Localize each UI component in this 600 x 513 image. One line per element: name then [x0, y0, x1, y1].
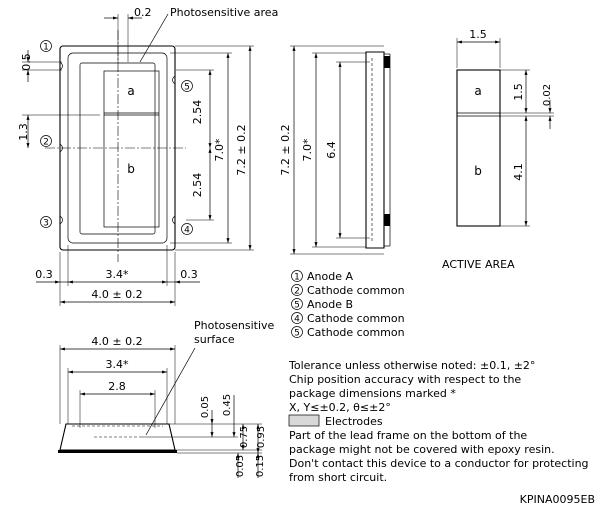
bottom-dim-2.8-label: 2.8: [108, 380, 126, 393]
pin-legend: 1 Anode A 2 Cathode common 5 Anode B 4 C…: [291, 270, 405, 339]
svg-text:5: 5: [294, 301, 300, 311]
active-dim-1.5-width-label: 1.5: [469, 28, 487, 41]
svg-text:4: 4: [184, 226, 190, 236]
top-view: 0.2 Photosensitive area 1 2 3 5 4: [17, 6, 278, 306]
dim-7.2-label: 7.2 ± 0.2: [235, 124, 248, 175]
pin-2-icon: 2: [40, 135, 52, 148]
note-line-7: Don't contact this device to a conductor…: [289, 457, 589, 470]
dim-0.5-label: 0.5: [20, 53, 33, 71]
surface-leader: [145, 347, 196, 436]
dim-0.3-right-label: 0.3: [180, 268, 198, 281]
note-line-5: Part of the lead frame on the bottom of …: [289, 429, 527, 442]
svg-text:2: 2: [294, 287, 300, 297]
dim-2.54-upper-label: 2.54: [191, 100, 204, 125]
side-view: 7.2 ± 0.2 7.0* 6.4: [279, 45, 391, 255]
side-body: [365, 51, 385, 249]
lead-notch-2: [59, 143, 63, 153]
electrodes-swatch: [288, 414, 320, 427]
note-line-8: from short circuit.: [289, 471, 387, 484]
dim-7.0-label: 7.0*: [213, 138, 226, 161]
dim-2.54-lower-label: 2.54: [191, 173, 204, 198]
top-region-b: b: [127, 162, 135, 176]
dim-0.2-label: 0.2: [134, 6, 152, 19]
active-area-title: ACTIVE AREA: [442, 258, 515, 271]
active-area-rect: [456, 69, 501, 227]
note-line-1: Tolerance unless otherwise noted: ±0.1, …: [288, 359, 535, 372]
bottom-dim-0.05-top-label: 0.05: [200, 396, 211, 418]
electrodes-label: Electrodes: [325, 415, 383, 428]
side-lead-bottom: [384, 214, 390, 226]
notes: Tolerance unless otherwise noted: ±0.1, …: [288, 359, 589, 484]
legend-item: 2 Cathode common: [291, 284, 405, 297]
side-dim-7.2-label: 7.2 ± 0.2: [279, 124, 292, 175]
dim-0.3-left-label: 0.3: [35, 268, 53, 281]
note-line-4: X, Y≤±0.2, θ≤±2°: [289, 401, 391, 414]
note-line-2: Chip position accuracy with respect to t…: [289, 373, 521, 386]
active-dim-0.02-label: 0.02: [542, 84, 553, 106]
note-line-6: package might not be covered with epoxy …: [289, 443, 555, 456]
pin-1-icon: 1: [40, 40, 52, 53]
legend-item: 5 Cathode common: [291, 326, 405, 339]
bottom-dim-0.15-label: 0.15: [255, 455, 266, 477]
svg-text:Anode B: Anode B: [307, 298, 353, 311]
bottom-dim-3.4-label: 3.4*: [106, 358, 129, 371]
svg-text:1: 1: [43, 43, 49, 53]
svg-text:1: 1: [294, 273, 300, 283]
svg-text:3: 3: [43, 219, 49, 229]
bottom-dim-0.45-label: 0.45: [222, 394, 233, 416]
pin-5-icon: 5: [181, 80, 193, 93]
bottom-dim-0.05-bottom-label: 0.05: [235, 455, 246, 477]
active-area-view: a b 1.5 1.5 4.1 0.02 ACTIVE AREA: [442, 28, 554, 271]
legend-item: 5 Anode B: [291, 298, 353, 311]
side-dim-7.0-label: 7.0*: [301, 138, 314, 161]
dim-1.3-label: 1.3: [17, 123, 30, 141]
section-lead-frame: [58, 450, 177, 453]
active-region-b: b: [474, 164, 482, 178]
active-region-a: a: [474, 84, 481, 98]
svg-text:Cathode common: Cathode common: [307, 284, 405, 297]
lead-notch-3: [59, 215, 63, 225]
svg-text:Anode A: Anode A: [307, 270, 353, 283]
svg-text:4: 4: [294, 315, 300, 325]
dim-3.4-label: 3.4*: [106, 268, 129, 281]
dim-4.0-label: 4.0 ± 0.2: [91, 288, 142, 301]
side-dim-6.4-label: 6.4: [325, 141, 338, 159]
side-lead-top: [384, 56, 390, 68]
photosensitive-area: [103, 70, 160, 228]
cross-section-view: 4.0 ± 0.2 3.4* 2.8 Photosensitive surfac…: [58, 319, 275, 478]
pin-3-icon: 3: [40, 216, 52, 229]
svg-text:2: 2: [43, 138, 49, 148]
lead-notch-1: [59, 61, 63, 71]
legend-item: 1 Anode A: [291, 270, 353, 283]
lead-notch-4: [172, 215, 176, 225]
bottom-dim-0.75-label: 0.75: [239, 426, 250, 448]
photosensitive-area-label: Photosensitive area: [170, 6, 278, 19]
photosensitive-surface-label-1: Photosensitive: [194, 319, 275, 332]
lead-notch-5: [172, 75, 176, 85]
bottom-dim-4.0-label: 4.0 ± 0.2: [91, 335, 142, 348]
active-dim-1.5-height-label: 1.5: [512, 83, 525, 101]
svg-text:5: 5: [294, 329, 300, 339]
bottom-dim-0.95-label: 0.95: [256, 426, 267, 448]
svg-text:Cathode common: Cathode common: [307, 312, 405, 325]
photosensitive-surface-label-2: surface: [194, 333, 235, 346]
chip-outline: [79, 62, 156, 235]
pin-4-icon: 4: [181, 223, 193, 236]
svg-text:5: 5: [184, 83, 190, 93]
top-region-a: a: [127, 84, 134, 98]
note-line-3: package dimensions marked *: [289, 387, 456, 400]
svg-text:Cathode common: Cathode common: [307, 326, 405, 339]
document-code: KPINA0095EB: [520, 493, 595, 506]
active-dim-4.1-label: 4.1: [512, 163, 525, 181]
photosensitive-leader: [139, 13, 169, 63]
legend-item: 4 Cathode common: [291, 312, 405, 325]
